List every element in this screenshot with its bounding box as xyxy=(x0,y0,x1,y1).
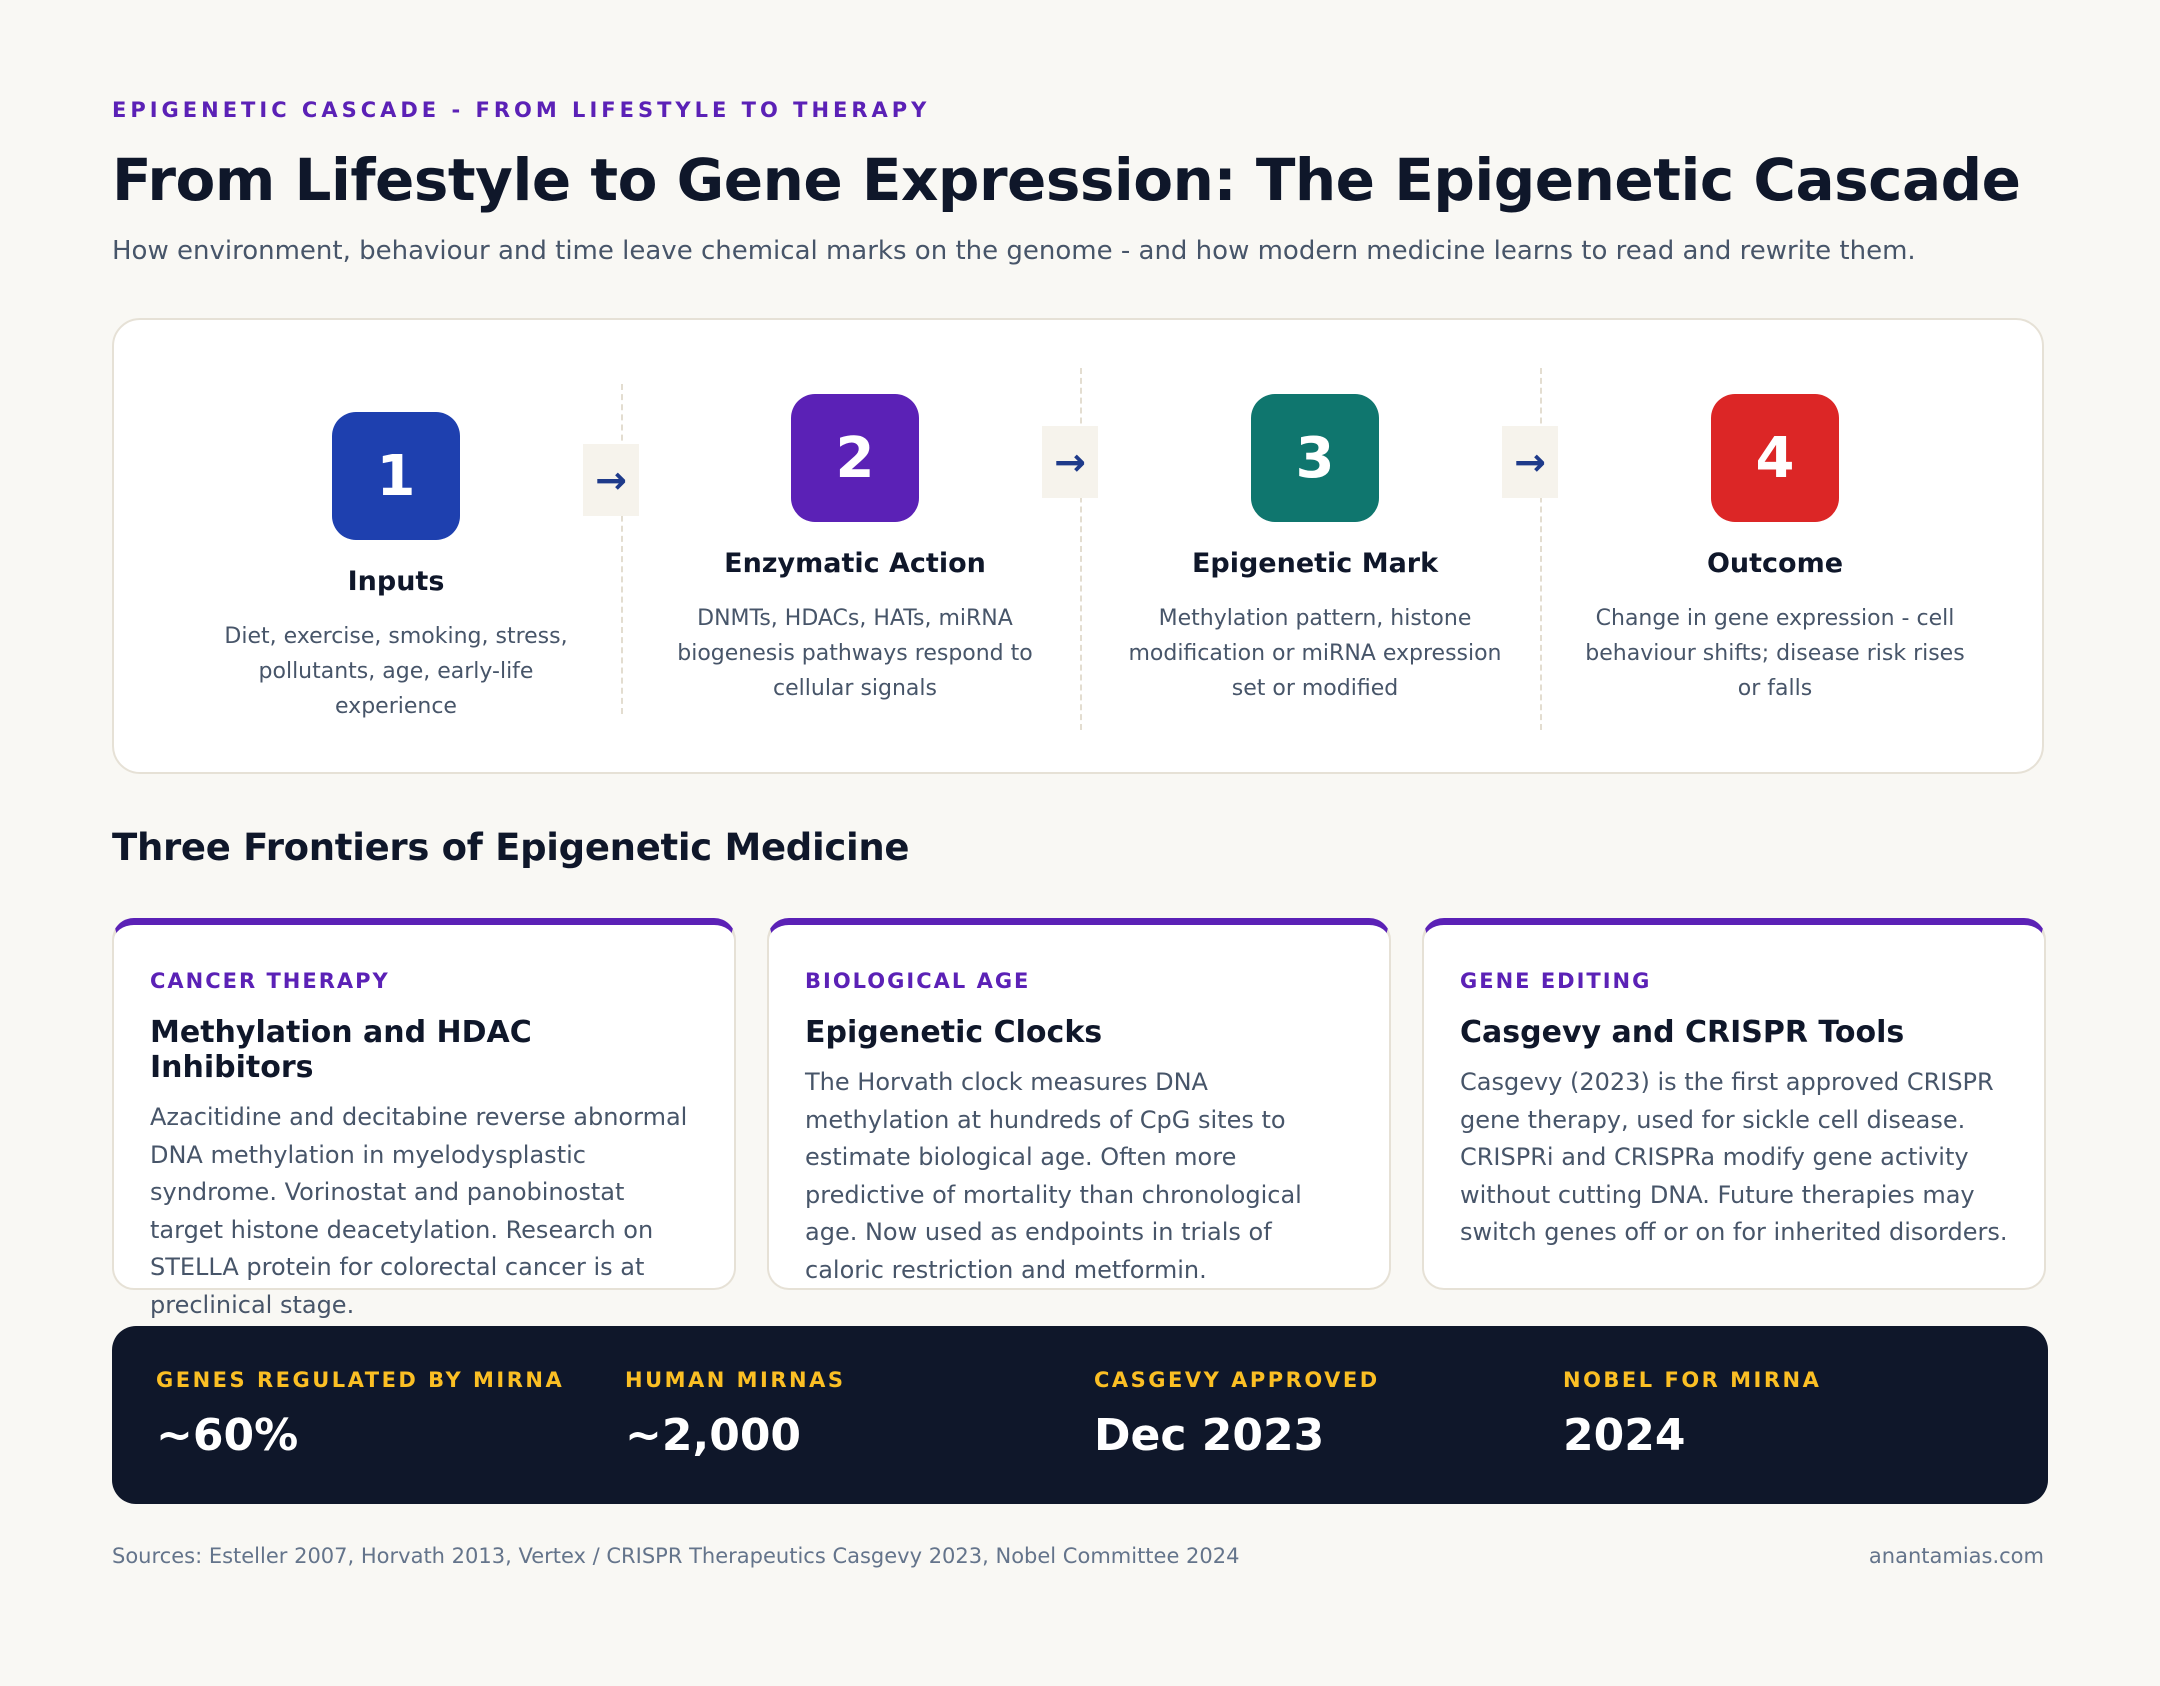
card-body: Casgevy (2023) is the first approved CRI… xyxy=(1460,1068,2008,1246)
step-number-badge: 4 xyxy=(1711,394,1839,522)
stat-value: ~2,000 xyxy=(625,1410,802,1461)
step-description: Change in gene expression - cell behavio… xyxy=(1585,606,1965,701)
stat-value: ~60% xyxy=(156,1410,299,1461)
stat-label: HUMAN MIRNAS xyxy=(625,1368,846,1392)
footer-site: anantamias.com xyxy=(1868,1544,2044,1568)
stats-bar: GENES REGULATED BY MIRNA ~60% HUMAN MIRN… xyxy=(112,1326,2048,1504)
page-subtitle: How environment, behaviour and time leav… xyxy=(112,236,1916,266)
frontier-card-gene-editing: GENE EDITING Casgevy and CRISPR Tools Ca… xyxy=(1422,918,2046,1290)
cascade-step-epigenetic-mark: 3 Epigenetic Mark Methylation pattern, h… xyxy=(1110,394,1520,706)
stat-human-mirnas: HUMAN MIRNAS ~2,000 xyxy=(625,1368,846,1461)
stat-casgevy-approved: CASGEVY APPROVED Dec 2023 xyxy=(1094,1368,1380,1461)
card-body: The Horvath clock measures DNA methylati… xyxy=(805,1068,1302,1284)
step-title: Outcome xyxy=(1706,548,1844,579)
card-body: Azacitidine and decitabine reverse abnor… xyxy=(150,1103,688,1319)
card-title: Epigenetic Clocks xyxy=(805,1015,1103,1050)
section-title: Three Frontiers of Epigenetic Medicine xyxy=(112,826,910,869)
footer-sources: Sources: Esteller 2007, Horvath 2013, Ve… xyxy=(112,1544,1240,1568)
card-title: Methylation and HDAC Inhibitors xyxy=(150,1015,532,1085)
step-number-badge: 3 xyxy=(1251,394,1379,522)
step-title: Enzymatic Action xyxy=(724,548,986,579)
step-description: Methylation pattern, histone modificatio… xyxy=(1128,606,1502,701)
arrow-right-icon: → xyxy=(1502,426,1558,498)
step-title: Epigenetic Mark xyxy=(1191,548,1439,579)
stat-genes-regulated: GENES REGULATED BY MIRNA ~60% xyxy=(156,1368,564,1461)
cascade-step-outcome: 4 Outcome Change in gene expression - ce… xyxy=(1570,394,1980,706)
stat-value: Dec 2023 xyxy=(1094,1410,1325,1461)
infographic-page: EPIGENETIC CASCADE - FROM LIFESTYLE TO T… xyxy=(112,0,2048,1686)
card-tag: BIOLOGICAL AGE xyxy=(805,969,1031,993)
card-title: Casgevy and CRISPR Tools xyxy=(1460,1015,1905,1050)
step-number-badge: 2 xyxy=(791,394,919,522)
cascade-step-enzymatic-action: 2 Enzymatic Action DNMTs, HDACs, HATs, m… xyxy=(650,394,1060,706)
stat-nobel-mirna: NOBEL FOR MIRNA 2024 xyxy=(1563,1368,1821,1461)
arrow-right-icon: → xyxy=(583,444,639,516)
page-title: From Lifestyle to Gene Expression: The E… xyxy=(112,146,2021,214)
stat-value: 2024 xyxy=(1563,1410,1686,1461)
card-tag: GENE EDITING xyxy=(1460,969,1652,993)
stat-label: GENES REGULATED BY MIRNA xyxy=(156,1368,565,1392)
stat-label: CASGEVY APPROVED xyxy=(1094,1368,1380,1392)
step-title: Inputs xyxy=(347,566,445,597)
cascade-step-inputs: 1 Inputs Diet, exercise, smoking, stress… xyxy=(191,412,601,724)
step-description: DNMTs, HDACs, HATs, miRNA biogenesis pat… xyxy=(677,606,1033,701)
step-divider xyxy=(1080,368,1082,730)
step-number-badge: 1 xyxy=(332,412,460,540)
step-divider xyxy=(1540,368,1542,730)
cascade-flow-panel: 1 Inputs Diet, exercise, smoking, stress… xyxy=(112,318,2044,774)
stat-label: NOBEL FOR MIRNA xyxy=(1563,1368,1822,1392)
step-description: Diet, exercise, smoking, stress, polluta… xyxy=(224,624,568,719)
frontier-card-cancer-therapy: CANCER THERAPY Methylation and HDAC Inhi… xyxy=(112,918,736,1319)
card-tag: CANCER THERAPY xyxy=(150,969,390,993)
arrow-right-icon: → xyxy=(1042,426,1098,498)
step-divider xyxy=(621,384,623,714)
frontier-card-biological-age: BIOLOGICAL AGE Epigenetic Clocks The Hor… xyxy=(767,918,1391,1290)
eyebrow: EPIGENETIC CASCADE - FROM LIFESTYLE TO T… xyxy=(112,98,931,122)
